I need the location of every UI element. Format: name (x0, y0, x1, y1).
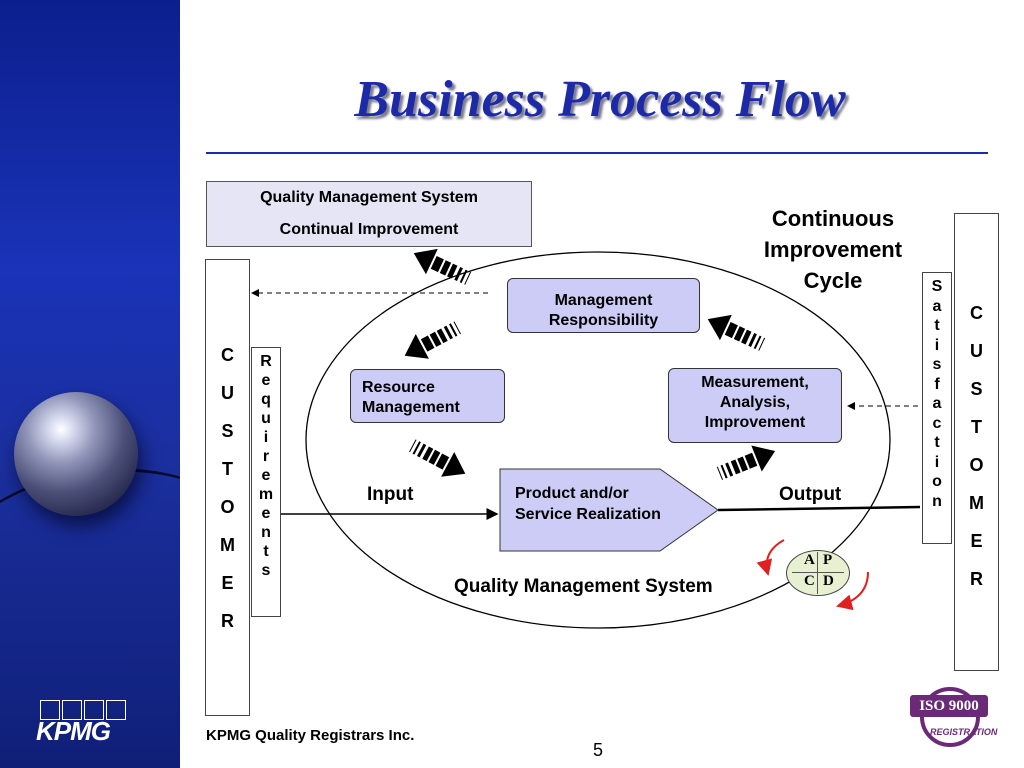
decorative-sidebar: KPMG (0, 0, 180, 768)
iso-logo-text: ISO 9000 (910, 695, 988, 717)
slide-title: Business Process Flow (354, 71, 846, 128)
satisfaction-letter: n (932, 492, 942, 510)
satisfaction-letter: f (934, 375, 940, 393)
satisfaction-letter: S (931, 278, 943, 295)
pdca-p: P (823, 552, 833, 568)
qms-header-line1: Quality Management System (260, 189, 478, 206)
customer-right-letter: R (970, 569, 983, 589)
satisfaction-letter: s (932, 356, 942, 373)
satisfaction-letter: t (934, 317, 940, 334)
requirements-letter: R (260, 353, 272, 370)
cycle-arrow-top-to-qms (413, 248, 472, 285)
satisfaction-letter: o (932, 473, 942, 490)
cycle-arrow-measurement-to-mgmt (707, 314, 766, 351)
requirements-letter: s (261, 562, 271, 579)
cycle-arrow-mgmt-to-resource (404, 321, 461, 359)
kpmg-logo-text: KPMG (36, 716, 111, 746)
qms-ellipse (305, 251, 891, 629)
measurement-analysis-box: Measurement, Analysis, Improvement (668, 368, 842, 443)
requirements-letter: n (261, 524, 271, 541)
satisfaction-letter: a (932, 297, 942, 315)
iso-logo-subtext: REGISTRATION (930, 727, 998, 737)
product-realization-label: Product and/or Service Realization (515, 485, 661, 523)
pearl-sphere-image (14, 392, 138, 516)
qms-label: Quality Management System (454, 576, 713, 597)
cycle-arrow-product-to-measurement (716, 445, 776, 480)
requirements-letter: e (261, 505, 271, 522)
pdca-c: C (804, 573, 815, 589)
requirements-letter: u (261, 410, 271, 427)
requirements-letter: e (261, 467, 271, 484)
cycle-arrow-resource-to-product (409, 439, 466, 477)
requirements-letter: e (261, 372, 271, 389)
satisfaction-letter: t (934, 434, 940, 451)
customer-right-letter: M (969, 493, 984, 513)
pdca-arrow-right (836, 571, 869, 611)
qms-header-box: Quality Management System Continual Impr… (206, 181, 532, 247)
customer-left-letter: O (220, 496, 235, 517)
customer-right-letter: C (970, 303, 983, 323)
requirements-letter: m (258, 486, 274, 503)
page-number: 5 (593, 740, 604, 760)
customer-right-letter: O (969, 455, 984, 475)
resource-management-box: Resource Management (350, 369, 505, 423)
pdca-a: A (804, 552, 815, 568)
customer-left-letter: T (222, 458, 233, 479)
satisfaction-letter: c (932, 414, 942, 432)
footer-company: KPMG Quality Registrars Inc. (206, 727, 415, 744)
satisfaction-box: S a t i s f a c t i o n (922, 272, 952, 544)
requirements-box: R e q u i r e m e n t s (251, 347, 281, 617)
customer-left-letter: S (221, 420, 234, 441)
customer-left-box: C U S T O M E R (205, 259, 250, 716)
requirements-letter: q (261, 391, 271, 408)
requirements-letter: i (263, 429, 269, 446)
satisfaction-letter: i (934, 453, 940, 471)
customer-right-letter: S (970, 379, 983, 399)
requirements-letter: t (263, 543, 269, 560)
customer-right-letter: T (971, 417, 982, 437)
pdca-oval (786, 550, 850, 596)
satisfaction-letter: a (932, 395, 942, 412)
input-label: Input (367, 484, 414, 505)
customer-left-letter: C (221, 344, 234, 365)
output-label: Output (779, 484, 842, 505)
output-line (717, 505, 921, 512)
pdca-d: D (823, 573, 834, 589)
management-responsibility-box: Management Responsibility (507, 278, 700, 333)
continuous-improvement-label: Continuous Improvement Cycle (763, 206, 903, 293)
customer-left-letter: M (220, 534, 235, 555)
requirements-letter: r (262, 448, 270, 465)
customer-left-letter: E (221, 572, 234, 593)
customer-right-letter: U (970, 341, 983, 361)
product-realization-pentagon (499, 468, 719, 552)
satisfaction-letter: i (934, 336, 940, 354)
kpmg-logo: KPMG (36, 700, 136, 744)
pdca-cycle: A P C D (786, 550, 850, 596)
pdca-arrow-left (756, 539, 785, 576)
title-underline (206, 152, 988, 154)
customer-left-letter: U (221, 382, 234, 403)
customer-right-box: C U S T O M E R (954, 213, 999, 671)
customer-right-letter: E (970, 531, 983, 551)
customer-left-letter: R (221, 610, 234, 631)
iso-9000-logo: ISO 9000 REGISTRATION (904, 687, 998, 759)
qms-header-line2: Continual Improvement (279, 221, 459, 238)
